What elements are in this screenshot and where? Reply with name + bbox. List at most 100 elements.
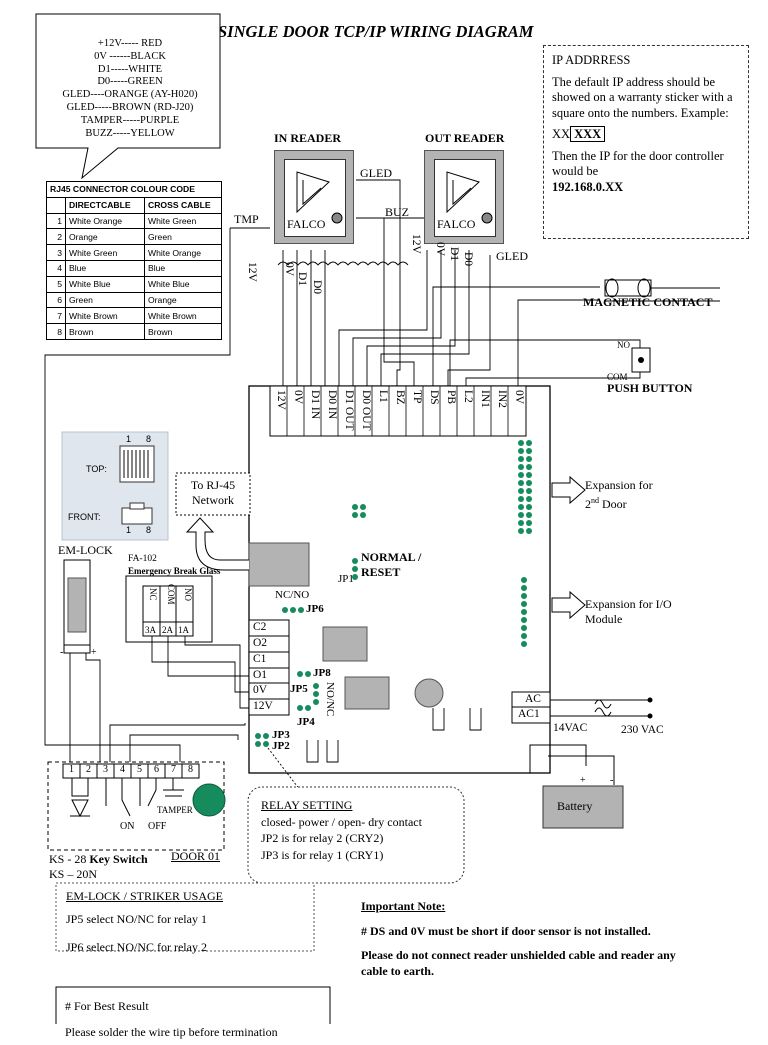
tmp-label: TMP (234, 212, 259, 226)
break-glass-3a: 3A (145, 625, 156, 635)
terminal-strip (269, 385, 527, 437)
cross-colour: Orange (144, 291, 222, 309)
network-box (175, 472, 251, 516)
ip-address-box: IP ADDRRESS The default IP address shoul… (543, 45, 749, 239)
direct-colour: Green (65, 291, 145, 309)
ip-text-2: Then the IP for the door controller woul… (552, 148, 724, 179)
emlock-usage-title: EM-LOCK / STRIKER USAGE (66, 889, 224, 903)
direct-colour: White Brown (65, 307, 145, 325)
gled-out-label: GLED (496, 249, 528, 263)
push-button-com-label: COM (607, 372, 628, 382)
ip-heading: IP ADDRRESS (552, 53, 631, 67)
relay-2 (344, 676, 390, 710)
key-switch-pin: 3 (103, 764, 108, 775)
relay-terminal-block (248, 619, 290, 716)
ip-example-boxed: XXX (570, 126, 606, 142)
jp5-label: JP5 (290, 683, 308, 695)
expansion-door-num: 2 (585, 497, 591, 511)
push-button-no-label: NO (617, 340, 630, 350)
break-glass-2a: 2A (162, 625, 173, 635)
pin-number: 5 (46, 275, 66, 293)
direct-colour: White Blue (65, 275, 145, 293)
ip-text-1: The default IP address should be showed … (552, 74, 733, 120)
terminal-label: L2 (462, 390, 474, 403)
wire-colour-line: +12V----- RED (97, 38, 163, 49)
expansion-door-prefix: Expansion for (585, 478, 653, 492)
cross-colour: White Green (144, 212, 222, 230)
em-lock-label: EM-LOCK (58, 543, 113, 557)
wire-colour-list: +12V----- RED 0V ------BLACK D1-----WHIT… (44, 38, 216, 140)
magnetic-contact-label: MAGNETIC CONTACT (583, 295, 713, 309)
wire-colour-line: GLED-----BROWN (RD-J20) (66, 101, 194, 113)
em-lock-plus: + (91, 647, 97, 658)
pin-number: 1 (46, 212, 66, 230)
cross-colour: Blue (144, 259, 222, 277)
page-title: SINGLE DOOR TCP/IP WIRING DIAGRAM (218, 22, 534, 41)
direct-colour: White Orange (65, 212, 145, 230)
key-switch-pin: 2 (86, 764, 91, 775)
relay-setting-line: JP3 is for relay 1 (CRY1) (261, 847, 384, 862)
terminal-label: DS (428, 390, 440, 405)
ks28-prefix: KS - 28 (49, 852, 87, 866)
battery-symbol (542, 785, 624, 829)
cross-colour: Brown (144, 323, 222, 340)
ac1-terminal-label: AC1 (518, 708, 540, 720)
battery-label: Battery (557, 799, 593, 813)
emlock-usage-line: JP6 select NO/NC for relay 2 (66, 940, 207, 954)
key-switch-door: DOOR 01 (171, 849, 221, 863)
key-switch-pin: 4 (120, 764, 125, 775)
em-lock-symbol (63, 559, 91, 654)
break-glass-1a: 1A (178, 625, 189, 635)
terminal-label: L1 (377, 390, 389, 403)
out-12v-label: 12V (410, 234, 422, 254)
relay-setting-line: JP2 is for relay 2 (CRY2) (261, 831, 384, 845)
push-button-label: PUSH BUTTON (607, 381, 693, 395)
out-reader: FALCO (424, 150, 504, 244)
in-d0-label: D0 (311, 280, 323, 295)
important-line-1: # DS and 0V must be short if door sensor… (361, 924, 651, 938)
cross-colour: White Brown (144, 307, 222, 325)
rj45-header: CROSS CABLE (144, 196, 222, 214)
pin-number: 4 (46, 259, 66, 277)
reader-logo-icon (446, 171, 493, 224)
important-title: Important Note: (361, 899, 446, 913)
terminal-label: 12V (275, 390, 287, 410)
relay-terminal-label: O2 (253, 637, 268, 649)
jp4-label: JP4 (297, 716, 315, 728)
fa102-label: FA-102 (128, 554, 157, 564)
expansion-io-label: Expansion for I/O Module (585, 597, 672, 626)
magnetic-contact-symbol (604, 278, 720, 302)
rj45-colour-table: RJ45 CONNECTOR COLOUR CODE DIRECTCABLE C… (46, 181, 222, 340)
break-glass-label: Emergency Break Glass (128, 566, 221, 576)
relay-terminal-label: C1 (253, 653, 267, 665)
relay-setting-title: RELAY SETTING (261, 798, 353, 812)
relay-1 (322, 626, 368, 662)
em-lock-minus: - (60, 647, 64, 658)
key-switch-pins: 1 2 3 4 5 6 7 8 (63, 764, 199, 778)
rj45-header: DIRECTCABLE (65, 196, 145, 214)
terminal-label: D0 IN (326, 390, 338, 420)
cross-colour: White Orange (144, 244, 222, 261)
expansion-door-label: Expansion for 2nd Door (585, 478, 685, 512)
out-0v-label: 0V (434, 242, 446, 257)
key-switch-pin: 5 (137, 764, 142, 775)
expansion-arrows (551, 475, 586, 620)
in-0v-label: 0V (283, 262, 295, 277)
key-switch-led (192, 783, 226, 817)
ks20-label: KS – 20N (49, 867, 98, 881)
terminal-label: 0V (292, 390, 304, 405)
terminal-label: IN1 (479, 390, 491, 408)
plug-front-label: FRONT: (68, 512, 101, 522)
direct-colour: Brown (65, 323, 145, 340)
relay-terminal-label: C2 (253, 621, 267, 633)
cross-colour: Green (144, 228, 222, 246)
wire-colour-callout (35, 13, 221, 180)
ks28-bold: Key Switch (89, 852, 148, 866)
reader-brand: FALCO (287, 217, 326, 231)
wiring-layer (35, 13, 720, 1024)
wire-colour-line: BUZZ-----YELLOW (85, 127, 175, 139)
